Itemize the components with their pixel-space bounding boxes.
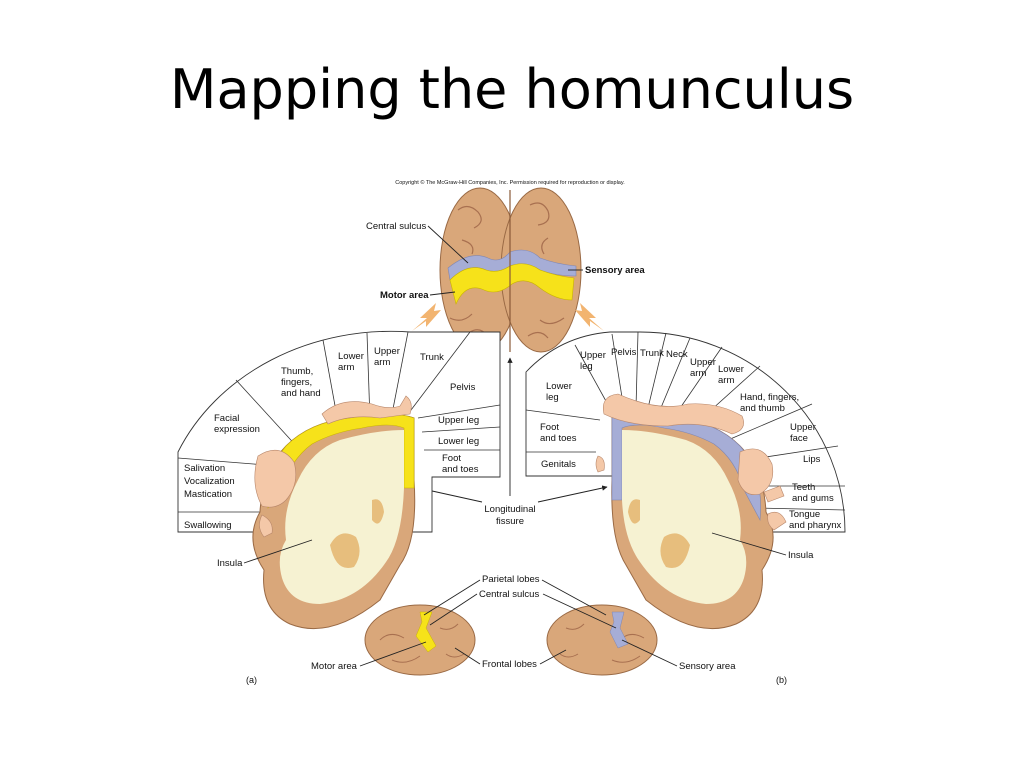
bottom-central-sulcus-label: Central sulcus <box>479 589 539 600</box>
sensory-label-tongue-2: and pharynx <box>789 520 842 531</box>
top-motor-area-label: Motor area <box>380 290 429 301</box>
motor-label-lower-arm-2: arm <box>338 362 354 373</box>
motor-homunculus-body <box>254 395 412 538</box>
motor-label-facial-2: expression <box>214 424 260 435</box>
sensory-label-foot-1: Foot <box>540 422 559 433</box>
panel-label-a: (a) <box>246 675 257 685</box>
sensory-deep-nuclei <box>628 499 690 569</box>
motor-direction-arrow <box>412 303 441 331</box>
top-brain <box>439 187 582 353</box>
motor-label-pelvis: Pelvis <box>450 382 476 393</box>
motor-white-matter <box>279 430 404 604</box>
panel-label-b: (b) <box>776 675 787 685</box>
sensory-label-lower-arm-1: Lower <box>718 364 744 375</box>
sensory-label-upper-arm-1: Upper <box>690 357 716 368</box>
sensory-label-hand-2: and thumb <box>740 403 785 414</box>
longitudinal-fissure-label-2: fissure <box>496 516 524 527</box>
motor-label-upper-arm-1: Upper <box>374 346 400 357</box>
bottom-right-brain-outline <box>546 604 658 676</box>
sensory-label-upper-leg-1: Upper <box>580 350 606 361</box>
frontal-lobes-label: Frontal lobes <box>482 659 537 670</box>
bottom-right-brain <box>546 604 658 676</box>
sensory-label-teeth-1: Teeth <box>792 482 815 493</box>
sensory-label-upper-arm-2: arm <box>690 368 706 379</box>
motor-label-trunk: Trunk <box>420 352 444 363</box>
motor-map <box>177 330 501 630</box>
copyright-notice: Copyright © The McGraw-Hill Companies, I… <box>395 179 625 186</box>
slide-title: Mapping the homunculus <box>169 58 855 121</box>
bottom-left-brain <box>364 604 476 676</box>
motor-label-mastication: Mastication <box>184 489 232 500</box>
sensory-label-neck: Neck <box>666 349 688 360</box>
motor-label-thumb-1: Thumb, <box>281 366 313 377</box>
motor-label-facial-1: Facial <box>214 413 239 424</box>
parietal-lobes-label: Parietal lobes <box>482 574 540 585</box>
motor-label-swallowing: Swallowing <box>184 520 232 531</box>
longitudinal-fissure-label-1: Longitudinal <box>484 504 535 515</box>
motor-label-lower-leg: Lower leg <box>438 436 479 447</box>
motor-deep-nuclei <box>330 499 384 569</box>
insula-right-label: Insula <box>788 550 814 561</box>
top-central-sulcus-label: Central sulcus <box>366 221 426 232</box>
bottom-left-motor-strip <box>415 611 437 653</box>
bottom-motor-area-label: Motor area <box>311 661 358 672</box>
motor-label-upper-arm-2: arm <box>374 357 390 368</box>
sensory-label-lips: Lips <box>803 454 821 465</box>
sensory-label-genitals: Genitals <box>541 459 576 470</box>
sensory-label-upper-face-1: Upper <box>790 422 816 433</box>
top-brain-gyri <box>449 202 565 339</box>
motor-label-salivation: Salivation <box>184 463 225 474</box>
sensory-direction-arrow <box>575 303 604 331</box>
motor-label-foot-1: Foot <box>442 453 461 464</box>
top-motor-band <box>449 263 575 305</box>
sensory-label-upper-face-2: face <box>790 433 808 444</box>
motor-label-upper-leg: Upper leg <box>438 415 479 426</box>
top-sensory-area-label: Sensory area <box>585 265 645 276</box>
sensory-label-upper-leg-2: leg <box>580 361 593 372</box>
sensory-label-hand-1: Hand, fingers, <box>740 392 799 403</box>
sensory-label-lower-leg-1: Lower <box>546 381 572 392</box>
sensory-label-teeth-2: and gums <box>792 493 834 504</box>
sensory-white-matter <box>622 430 747 604</box>
motor-label-foot-2: and toes <box>442 464 479 475</box>
sensory-label-trunk: Trunk <box>640 348 664 359</box>
sensory-map <box>525 331 846 630</box>
insula-left-label: Insula <box>217 558 243 569</box>
sensory-label-tongue-1: Tongue <box>789 509 820 520</box>
motor-label-thumb-3: and hand <box>281 388 321 399</box>
sensory-label-lower-leg-2: leg <box>546 392 559 403</box>
sensory-homunculus-body <box>595 393 787 531</box>
sensory-label-foot-2: and toes <box>540 433 577 444</box>
motor-label-vocalization: Vocalization <box>184 476 235 487</box>
bottom-right-sensory-strip <box>609 611 629 649</box>
motor-label-lower-arm-1: Lower <box>338 351 364 362</box>
sensory-label-lower-arm-2: arm <box>718 375 734 386</box>
motor-label-thumb-2: fingers, <box>281 377 312 388</box>
sensory-label-pelvis: Pelvis <box>611 347 637 358</box>
bottom-sensory-area-label: Sensory area <box>679 661 736 672</box>
